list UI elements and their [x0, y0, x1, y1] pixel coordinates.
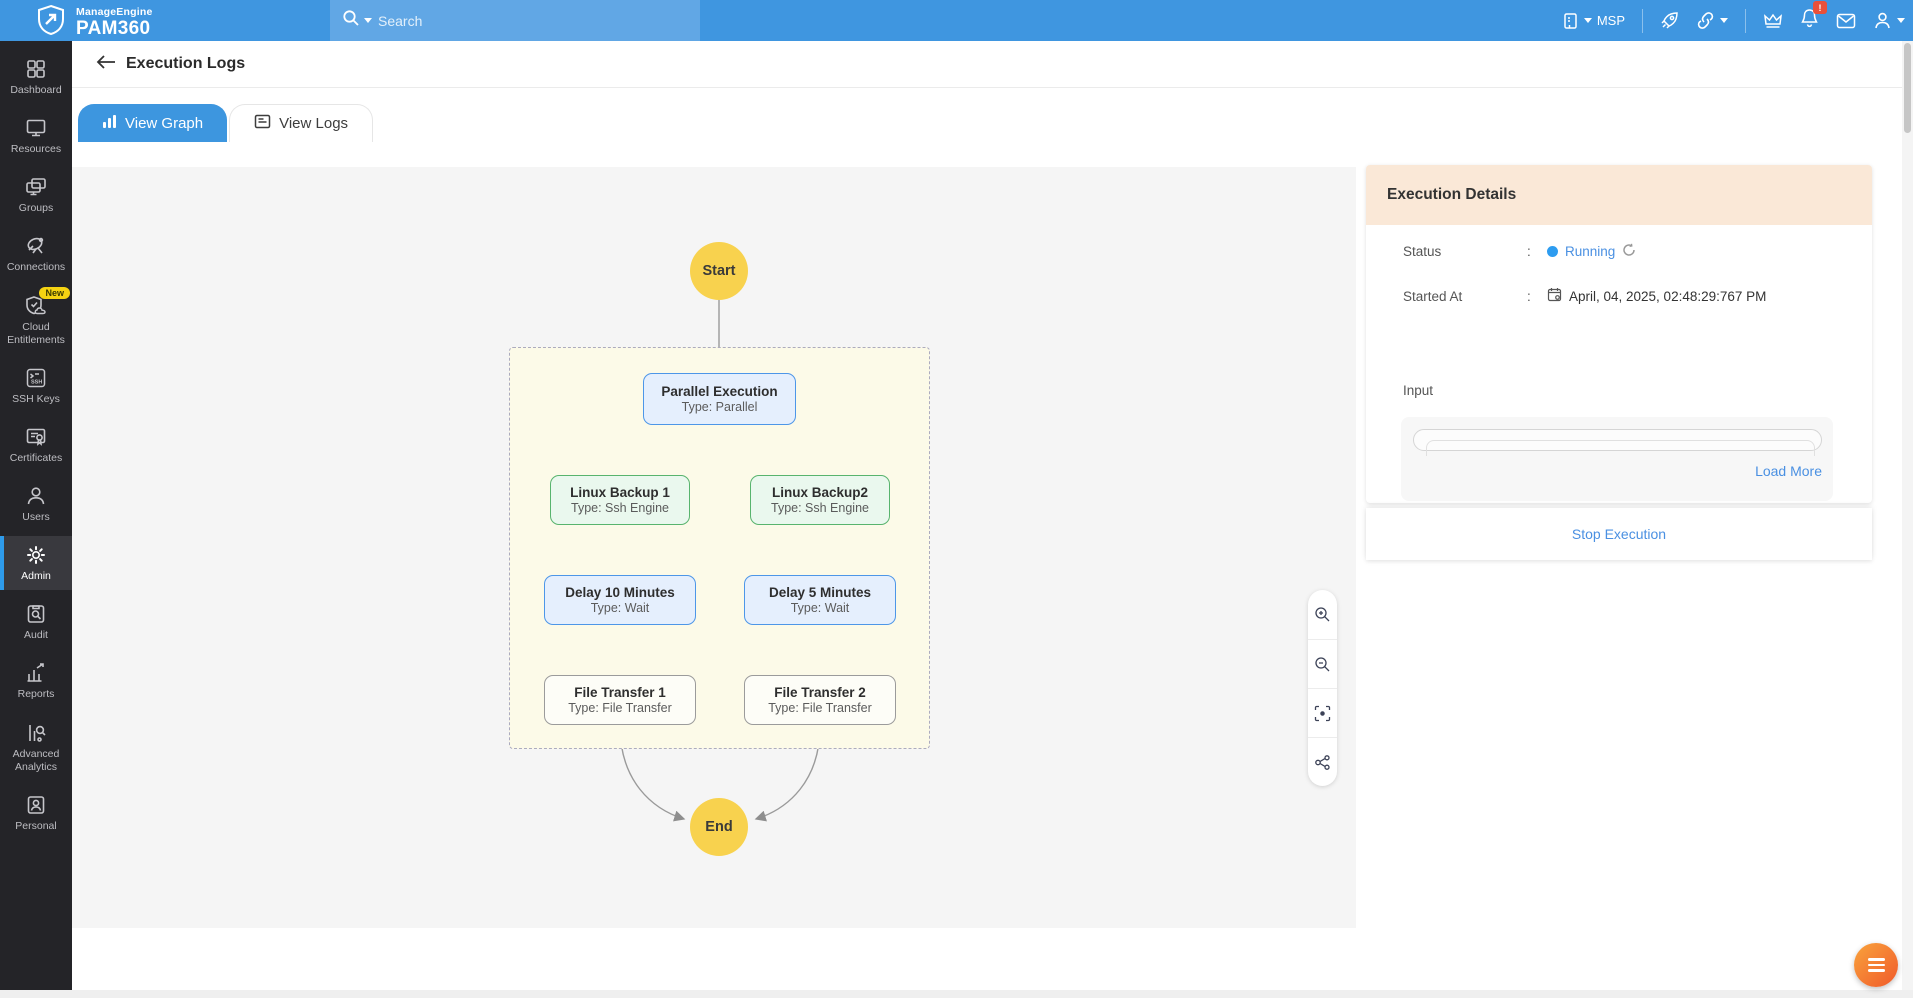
whats-new-rocket-icon[interactable]	[1660, 11, 1679, 30]
license-crown-icon[interactable]	[1763, 11, 1783, 30]
global-search[interactable]	[330, 0, 700, 41]
brand-manageengine: ManageEngine	[76, 5, 153, 18]
load-more-link[interactable]: Load More	[1755, 463, 1822, 479]
svg-text:SSH: SSH	[31, 379, 42, 385]
node-file-transfer-2[interactable]: File Transfer 2 Type: File Transfer	[744, 675, 896, 725]
scrollbar-thumb[interactable]	[1904, 43, 1911, 133]
user-icon	[1873, 11, 1892, 30]
notification-badge: !	[1813, 1, 1827, 14]
view-tabs: View Graph View Logs	[78, 104, 374, 142]
sidebar-item-connections[interactable]: Connections	[0, 227, 72, 281]
org-label: MSP	[1596, 13, 1625, 28]
status-dot-icon	[1547, 246, 1558, 257]
topbar: ManageEngine PAM360 MSP	[0, 0, 1913, 41]
log-document-icon	[254, 114, 271, 133]
sidebar-item-ssh-keys[interactable]: SSH SSH Keys	[0, 359, 72, 413]
vertical-scrollbar[interactable]	[1902, 41, 1913, 990]
organization-icon	[1562, 12, 1579, 30]
node-file-transfer-1[interactable]: File Transfer 1 Type: File Transfer	[544, 675, 696, 725]
calendar-icon	[1547, 287, 1562, 305]
workflow-graph-canvas[interactable]: Start Parallel Execution Type: Parallel …	[72, 167, 1356, 928]
topbar-divider	[1642, 8, 1643, 33]
sidebar-item-admin[interactable]: Admin	[0, 536, 72, 591]
node-end[interactable]: End	[690, 798, 748, 856]
node-delay-5-minutes[interactable]: Delay 5 Minutes Type: Wait	[744, 575, 896, 625]
input-label: Input	[1403, 383, 1434, 398]
node-linux-backup-2[interactable]: Linux Backup2 Type: Ssh Engine	[750, 475, 890, 525]
user-caret-icon	[1897, 18, 1905, 23]
sidebar-item-groups[interactable]: Groups	[0, 168, 72, 222]
tab-view-graph[interactable]: View Graph	[78, 104, 228, 142]
page-header: Execution Logs	[72, 41, 1913, 88]
sidebar-item-dashboard[interactable]: Dashboard	[0, 50, 72, 104]
sidebar-item-audit[interactable]: Audit	[0, 595, 72, 649]
input-preview-box: Load More	[1401, 417, 1833, 501]
execution-details-title: Execution Details	[1387, 186, 1517, 203]
search-icon[interactable]	[342, 9, 360, 32]
fit-view-button[interactable]	[1308, 688, 1337, 737]
zoom-out-button[interactable]	[1308, 639, 1337, 688]
quick-links[interactable]	[1696, 11, 1728, 30]
sidebar-item-personal[interactable]: Personal	[0, 786, 72, 840]
refresh-spinner-icon	[1622, 243, 1636, 260]
link-caret-icon	[1720, 18, 1728, 23]
node-parallel-execution[interactable]: Parallel Execution Type: Parallel	[643, 373, 796, 425]
hamburger-icon	[1867, 958, 1885, 961]
user-menu[interactable]	[1873, 11, 1905, 30]
brand[interactable]: ManageEngine PAM360	[34, 3, 153, 42]
sidebar-item-users[interactable]: Users	[0, 477, 72, 531]
floating-menu-button[interactable]	[1854, 943, 1898, 987]
new-badge: New	[39, 286, 70, 299]
zoom-in-button[interactable]	[1308, 590, 1337, 639]
execution-details-panel: Execution Details Status : Running Start…	[1366, 165, 1872, 503]
sidebar: Dashboard Resources Groups Connections N…	[0, 41, 72, 990]
messages-envelope-icon[interactable]	[1836, 13, 1856, 29]
sidebar-item-resources[interactable]: Resources	[0, 109, 72, 163]
horizontal-scrollbar[interactable]	[0, 990, 1913, 998]
link-icon	[1696, 11, 1715, 30]
layout-graph-button[interactable]	[1308, 737, 1337, 786]
search-input[interactable]	[378, 12, 638, 29]
execution-details-footer: Stop Execution	[1366, 508, 1872, 560]
org-switcher[interactable]: MSP	[1562, 12, 1625, 30]
sidebar-item-certificates[interactable]: Certificates	[0, 418, 72, 472]
sidebar-item-reports[interactable]: Reports	[0, 654, 72, 708]
org-caret-icon	[1583, 18, 1592, 23]
stop-execution-link[interactable]: Stop Execution	[1571, 526, 1667, 542]
graph-zoom-controls	[1308, 590, 1337, 786]
notifications-bell-icon[interactable]: !	[1800, 1, 1827, 33]
pam360-shield-logo-icon	[34, 3, 68, 42]
sidebar-item-cloud-entitlements[interactable]: New Cloud Entitlements	[0, 286, 72, 354]
status-row: Status : Running	[1403, 243, 1636, 260]
input-collapsed-row	[1413, 429, 1822, 456]
node-delay-10-minutes[interactable]: Delay 10 Minutes Type: Wait	[544, 575, 696, 625]
node-linux-backup-1[interactable]: Linux Backup 1 Type: Ssh Engine	[550, 475, 690, 525]
started-at-value: April, 04, 2025, 02:48:29:767 PM	[1569, 288, 1767, 304]
started-at-row: Started At : April, 04, 2025, 02:48:29:7…	[1403, 287, 1767, 305]
execution-details-header: Execution Details	[1366, 165, 1872, 225]
brand-pam360: PAM360	[76, 18, 151, 40]
tab-view-logs[interactable]: View Logs	[229, 104, 374, 142]
bar-chart-icon	[102, 114, 117, 132]
search-scope-caret-icon[interactable]	[364, 18, 372, 23]
status-value: Running	[1565, 244, 1616, 259]
topbar-divider	[1745, 8, 1746, 33]
node-start[interactable]: Start	[690, 242, 748, 300]
page-title: Execution Logs	[126, 55, 246, 72]
back-arrow-icon[interactable]	[96, 54, 116, 75]
sidebar-item-advanced-analytics[interactable]: Advanced Analytics	[0, 714, 72, 781]
